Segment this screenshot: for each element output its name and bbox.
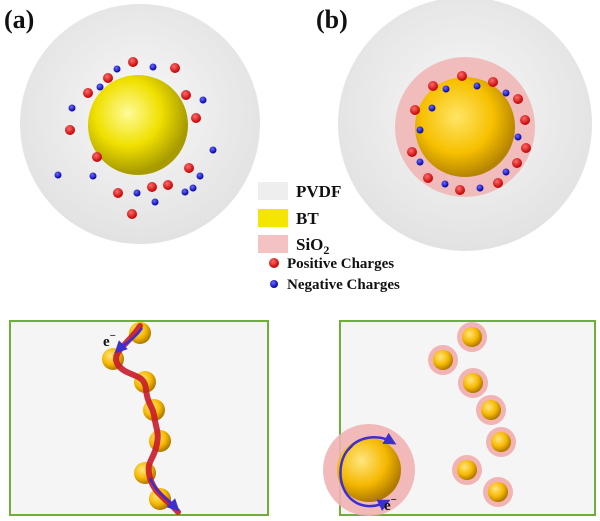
electron-arrow-a-top <box>114 327 144 354</box>
positive-charge <box>488 77 498 87</box>
negative-charge <box>473 82 481 90</box>
particle-chain-b <box>428 322 516 507</box>
positive-charge <box>113 188 123 198</box>
positive-charge <box>83 88 93 98</box>
panel-b-label: (b) <box>316 5 348 34</box>
negative-charge <box>502 168 510 176</box>
box-a-frame <box>9 320 269 516</box>
bt-core-b <box>415 77 515 177</box>
bt-small-core <box>481 400 501 420</box>
electron-label-a-sign: − <box>110 330 116 342</box>
negative-charge <box>151 198 159 206</box>
positive-charge <box>455 185 465 195</box>
bt-small-core <box>433 350 453 370</box>
legend-label-positive: Positive Charges <box>287 256 394 272</box>
legend-label-pvdf: PVDF <box>296 182 341 201</box>
negative-charge <box>54 171 62 179</box>
legend-label-sio2-sub: 2 <box>323 243 329 257</box>
negative-charge <box>209 146 217 154</box>
bt-small-particle <box>129 322 151 344</box>
negative-charge <box>181 188 189 196</box>
conduction-box-b: e− <box>323 320 596 516</box>
bt-small-core <box>457 460 477 480</box>
positive-charge <box>147 182 157 192</box>
positive-charge <box>127 209 137 219</box>
legend-label-sio2-base: SiO <box>296 235 323 254</box>
positive-charge <box>128 57 138 67</box>
negative-charge <box>199 96 207 104</box>
negative-charge <box>416 158 424 166</box>
positive-charge <box>410 105 420 115</box>
legend-label-negative: Negative Charges <box>287 277 400 293</box>
bt-small-core <box>491 432 511 452</box>
large-bt-core <box>337 438 401 502</box>
positive-charge <box>163 180 173 190</box>
electron-arrow-a-bottom <box>148 477 180 512</box>
positive-charge <box>170 63 180 73</box>
legend-positive-marker <box>269 258 279 268</box>
positive-charge <box>191 113 201 123</box>
legend-label-bt: BT <box>296 209 319 228</box>
positive-charge <box>521 143 531 153</box>
negative-charge <box>514 133 522 141</box>
legend-swatch-sio2 <box>258 235 288 253</box>
charges-a <box>54 57 217 219</box>
legend-label-sio2: SiO2 <box>296 235 329 257</box>
negative-charge <box>113 65 121 73</box>
positive-charge <box>184 163 194 173</box>
negative-charge <box>89 172 97 180</box>
positive-charge <box>92 152 102 162</box>
positive-charge <box>181 90 191 100</box>
charges-b <box>407 71 531 195</box>
negative-charge <box>442 85 450 93</box>
bt-small-particle <box>149 488 171 510</box>
negative-charge <box>149 63 157 71</box>
legend-swatch-pvdf <box>258 182 288 200</box>
positive-charge <box>428 81 438 91</box>
positive-charge <box>520 115 530 125</box>
positive-charge <box>493 178 503 188</box>
negative-charge <box>416 126 424 134</box>
bt-particle-a <box>88 75 188 175</box>
legend-negative-marker <box>270 280 278 288</box>
positive-charge <box>457 71 467 81</box>
negative-charge <box>189 184 197 192</box>
negative-charge <box>441 180 449 188</box>
electron-label-b: e− <box>384 494 397 514</box>
legend-swatch-bt <box>258 209 288 227</box>
bt-small-core <box>463 373 483 393</box>
negative-charge <box>476 184 484 192</box>
negative-charge <box>133 189 141 197</box>
positive-charge <box>103 73 113 83</box>
electron-label-a-symbol: e <box>103 334 110 350</box>
positive-charge <box>423 173 433 183</box>
legend: PVDF BT SiO2 Positive Charges Negative C… <box>258 182 400 293</box>
bt-small-core <box>488 482 508 502</box>
negative-charge <box>96 83 104 91</box>
negative-charge <box>502 89 510 97</box>
positive-charge <box>65 125 75 135</box>
electron-label-b-symbol: e <box>384 498 391 514</box>
conduction-box-a: e− <box>9 320 269 516</box>
bt-small-core <box>462 327 482 347</box>
electron-orbit-top <box>346 432 397 451</box>
positive-charge <box>407 147 417 157</box>
negative-charge <box>428 104 436 112</box>
negative-charge <box>68 104 76 112</box>
electron-label-b-sign: − <box>391 494 397 506</box>
electron-label-a: e− <box>103 330 116 350</box>
panel-a-label: (a) <box>4 5 34 34</box>
positive-charge <box>512 158 522 168</box>
electron-orbit-arrow <box>339 444 391 511</box>
negative-charge <box>196 172 204 180</box>
positive-charge <box>513 94 523 104</box>
